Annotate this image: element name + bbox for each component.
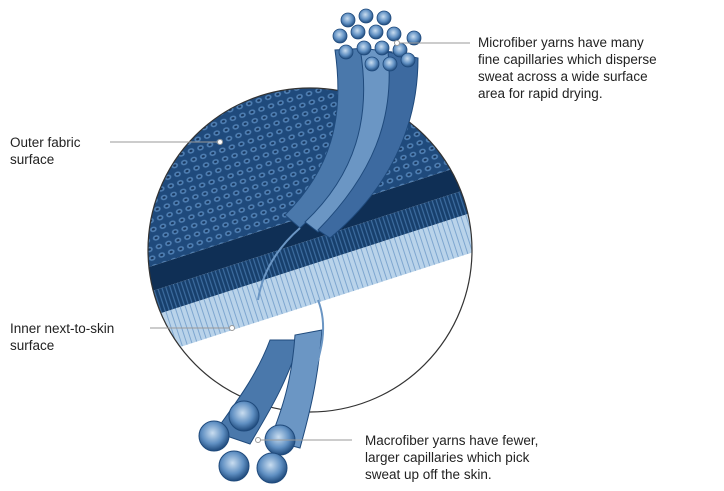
microfiber-label: Microfiber yarns have many fine capillar…: [478, 34, 718, 102]
outer-fabric-label: Outer fabric surface: [10, 134, 120, 168]
inner-surface-label: Inner next-to-skin surface: [10, 320, 150, 354]
macrofiber-label: Macrofiber yarns have fewer, larger capi…: [365, 432, 605, 483]
